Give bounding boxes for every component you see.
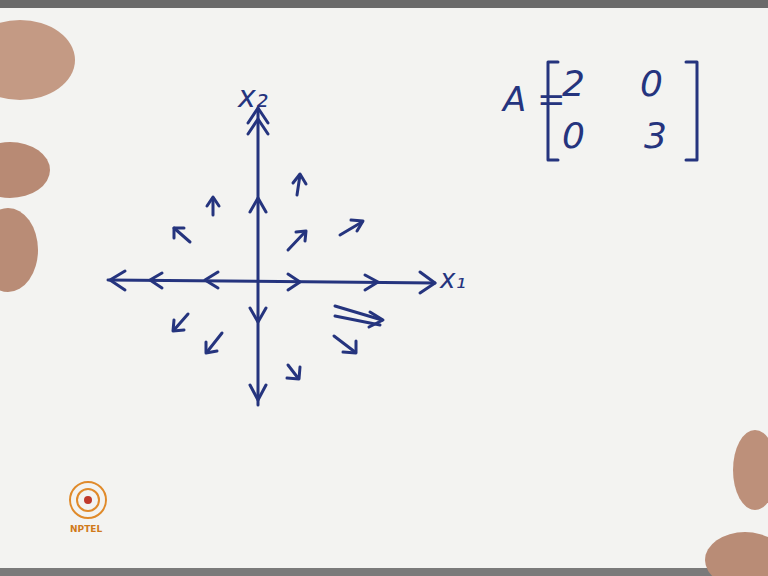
logo-text: NPTEL: [70, 525, 102, 534]
matrix-cell: 2: [562, 66, 585, 102]
matrix-cell: 3: [644, 118, 667, 154]
axis-label: x₂: [238, 82, 268, 112]
matrix-cell: 0: [640, 66, 663, 102]
axis-label: x₁: [440, 266, 466, 292]
hand: [0, 20, 75, 100]
matrix-name: A =: [503, 82, 566, 116]
matrix-cell: 0: [562, 118, 585, 154]
